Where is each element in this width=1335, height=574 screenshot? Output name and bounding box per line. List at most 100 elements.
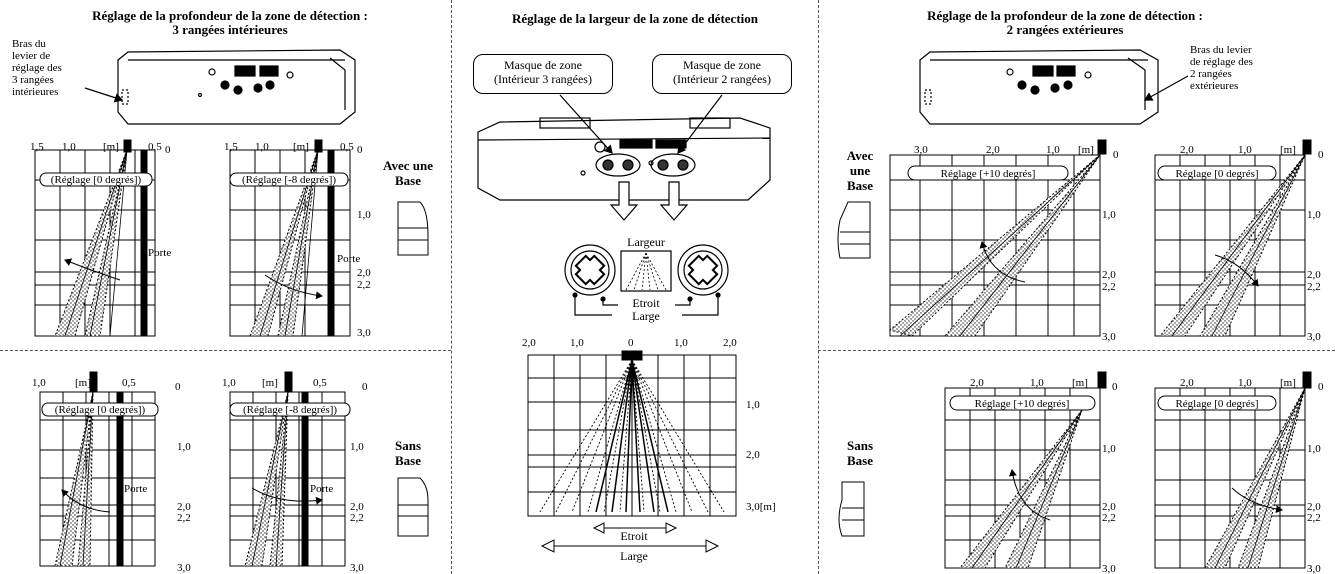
svg-text:2,0: 2,0 [357,267,371,279]
right-top-settings [907,165,1277,181]
svg-text:1,0: 1,0 [1307,443,1321,455]
divider-right-horizontal [818,350,1335,351]
right-bottom-grid-2 [1154,371,1312,569]
svg-text:1,0: 1,0 [1030,377,1044,389]
svg-text:2,2: 2,2 [1102,281,1116,293]
right-bottom-setting-0: Réglage [0 degrés] [1175,398,1258,410]
svg-text:0: 0 [1318,381,1324,393]
svg-text:1,0: 1,0 [1046,144,1060,156]
center-beams-solid [595,359,669,513]
svg-text:2,0: 2,0 [1102,269,1116,281]
svg-text:[m]: [m] [103,141,119,153]
svg-text:2,2: 2,2 [357,279,371,291]
left-top-setting-0: (Réglage [0 degrés]) [51,174,142,186]
left-top-settings [39,172,349,187]
svg-text:0: 0 [1112,381,1118,393]
mask-2-rows-label: Masque de zone(Intérieur 2 rangées) [652,54,792,94]
svg-text:1,5: 1,5 [30,141,44,153]
svg-text:1,0: 1,0 [255,141,269,153]
svg-text:2,0: 2,0 [970,377,984,389]
svg-text:2,0: 2,0 [723,337,737,349]
svg-text:3,0[m]: 3,0[m] [746,501,776,513]
mask-3-rows-label: Masque de zone(Intérieur 3 rangées) [473,54,613,94]
left-base-icons [397,201,871,537]
svg-text:1,5: 1,5 [224,141,238,153]
svg-text:0,5: 0,5 [148,141,162,153]
svg-text:2,0: 2,0 [1307,269,1321,281]
svg-text:1,0: 1,0 [350,441,364,453]
svg-text:3,0: 3,0 [1102,331,1116,343]
svg-text:1,0: 1,0 [746,399,760,411]
divider-left-horizontal [0,350,451,351]
svg-text:3,0: 3,0 [350,562,364,574]
svg-text:2,0: 2,0 [746,449,760,461]
svg-text:2,0: 2,0 [522,337,536,349]
svg-text:0: 0 [1318,149,1324,161]
left-top-grid-2 [229,139,351,337]
svg-text:3,0: 3,0 [1307,331,1321,343]
svg-text:1,0: 1,0 [62,141,76,153]
center-scale: 2,0 1,0 0 1,0 2,0 1,0 2,0 3,0[m] [522,337,776,513]
svg-text:2,0: 2,0 [350,501,364,513]
left-bottom-grid-2 [229,371,346,567]
left-sensor-drawing [84,49,356,125]
left-top-setting-m8: (Réglage [-8 degrés]) [242,174,336,186]
svg-text:[m]: [m] [75,377,91,389]
svg-text:[m]: [m] [262,377,278,389]
svg-text:2,2: 2,2 [1307,281,1321,293]
center-narrow-label: Etroit [620,529,648,543]
narrow-label: Etroit [632,296,660,310]
divider-right [818,0,819,574]
left-bottom-settings [41,402,351,417]
svg-text:[m]: [m] [1072,377,1088,389]
center-sensor-drawing [477,94,771,316]
svg-text:0: 0 [175,381,181,393]
svg-text:0: 0 [165,144,171,156]
right-top-setting-0: Réglage [0 degrés] [1175,168,1258,180]
center-width-arrows [540,522,720,553]
svg-text:1,0: 1,0 [1238,144,1252,156]
right-bottom-setting-p10: Réglage [+10 degrés] [975,398,1070,410]
svg-text:2,0: 2,0 [1307,501,1321,513]
right-top-setting-p10: Réglage [+10 degrés] [941,168,1036,180]
left-bottom-setting-m8: (Réglage [-8 degrés]) [243,404,337,416]
right-top-grid-2 [1154,139,1312,337]
svg-text:1,0: 1,0 [177,441,191,453]
width-label: Largeur [627,235,665,249]
right-title: Réglage de la profondeur de la zone de d… [927,8,1203,37]
svg-text:1,0: 1,0 [357,209,371,221]
right-bottom-scales: 2,0 1,0 [m] 0 2,0 1,0 [m] 0 1,0 2,0 2,2 … [970,377,1324,574]
svg-text:3,0: 3,0 [914,144,928,156]
right-bottom-grid-1 [944,371,1107,569]
svg-text:1,0: 1,0 [1102,443,1116,455]
left-bottom-setting-0: (Réglage [0 degrés]) [55,404,146,416]
right-sensor-drawing [919,49,1189,125]
center-beams [539,359,725,513]
svg-text:0: 0 [362,381,368,393]
svg-text:2,2: 2,2 [1307,512,1321,524]
center-title: Réglage de la largeur de la zone de déte… [512,11,758,26]
svg-text:Porte: Porte [310,483,333,495]
svg-text:1,0: 1,0 [1307,209,1321,221]
svg-text:[m]: [m] [293,141,309,153]
center-wide-label: Large [620,549,648,563]
svg-text:0: 0 [628,337,634,349]
svg-text:3,0: 3,0 [1307,563,1321,574]
svg-text:1,0: 1,0 [1102,209,1116,221]
svg-text:3,0: 3,0 [1102,563,1116,574]
svg-text:0: 0 [1113,149,1119,161]
divider-left [451,0,452,574]
svg-text:Porte: Porte [148,247,171,259]
svg-text:2,2: 2,2 [1102,512,1116,524]
left-bottom-grid-1 [39,371,156,567]
left-bottom-scales: 1,0 [m] 0,5 0 1,0 [m] 0,5 0 1,0 2,0 2,2 … [32,377,368,574]
wide-label: Large [632,309,660,323]
svg-text:0,5: 0,5 [313,377,327,389]
svg-text:2,0: 2,0 [177,501,191,513]
